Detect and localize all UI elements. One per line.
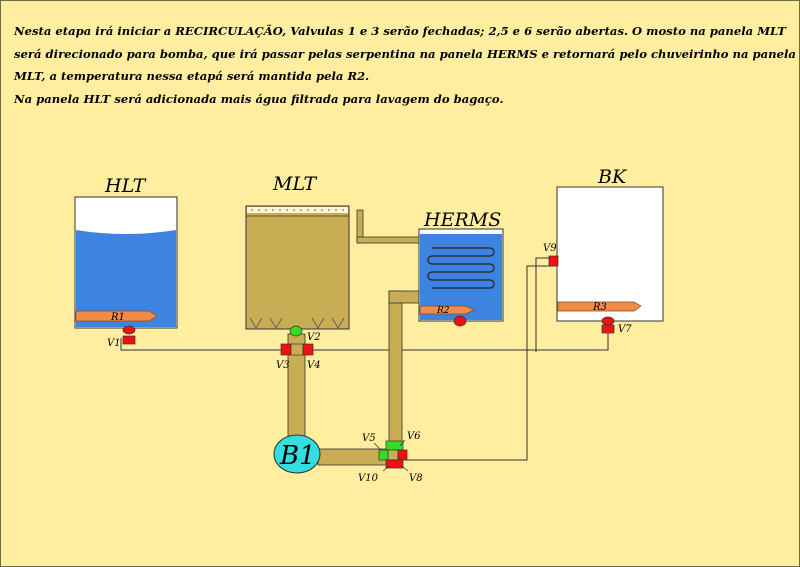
hlt-tank: R1 HLT [74,175,178,329]
valve-v5[interactable] [378,449,389,461]
line-bk-v9-return [535,257,553,352]
valve-junction-center [387,449,399,461]
valve-v4-label: V4 [307,360,321,371]
thin-pipes [120,257,609,461]
valve-v1-cap [122,325,136,335]
mlt-label: MLT [272,173,318,195]
valve-v1[interactable] [122,335,136,345]
herms-coil [427,247,495,289]
pump-body[interactable] [273,434,321,474]
r1-label: R1 [110,312,125,323]
mlt-body [245,205,350,330]
valve-v10[interactable] [385,459,404,469]
valve-v7[interactable] [601,324,615,334]
r2-heater [419,305,475,315]
valve-v2[interactable] [289,325,303,337]
valve-v3[interactable] [280,343,292,356]
valves: V1 V2 V3 V4 V5 V6 V10 [107,243,632,484]
valve-v9[interactable] [548,255,559,267]
description-line: será direcionado para bomba, que irá pas… [14,46,796,61]
bk-label: BK [597,166,628,188]
valve-v10-label: V10 [358,473,379,484]
description-line: MLT, a temperatura nessa etapá será mant… [14,69,370,83]
bk-tank: R3 BK [556,166,664,322]
valve-v2-label: V2 [307,332,321,343]
valve-v6-label: V6 [407,431,421,442]
valve-v8-label: V8 [409,473,423,484]
mlt-foam [247,207,348,213]
pipe-sparge-to-herms [356,236,423,244]
line-to-bk-v9 [405,265,553,461]
valve-v7-label: V7 [618,324,632,335]
mlt-tank: MLT [245,173,350,330]
drain-line-hlt-bk [120,330,609,351]
valve-v1-label: V1 [107,338,121,349]
description-line: Na panela HLT será adicionada mais água … [14,91,504,106]
valve-v7-cap [601,316,615,326]
herms-tank: R2 HERMS [418,209,504,327]
description-line: Nesta etapa irá iniciar a RECIRCULAÇÃO, … [14,24,786,38]
valve-v8[interactable] [397,449,408,461]
r3-label: R3 [592,302,607,313]
pump-label: B1 [279,441,316,471]
bk-body [556,186,664,322]
r1-heater [75,310,158,322]
herms-label: HERMS [423,209,501,231]
hlt-water [76,230,176,327]
valve-v9-label: V9 [543,243,557,254]
valve-junction-v3-v4 [290,343,304,356]
mlt-false-bottom [249,317,345,329]
pump-b1[interactable]: B1 [273,434,321,474]
step-description: Nesta etapa irá iniciar a RECIRCULAÇÃO, … [14,20,796,110]
pipe-junction-to-herms [388,290,403,455]
valve-v3-label: V3 [276,360,290,371]
hlt-label: HLT [104,175,147,197]
r3-heater [557,301,642,312]
r2-label: R2 [436,306,450,316]
mlt-foam-dots [251,209,344,211]
herms-drain-valve [453,315,467,327]
valve-v4[interactable] [302,343,314,356]
valve-v5-label: V5 [362,433,376,444]
